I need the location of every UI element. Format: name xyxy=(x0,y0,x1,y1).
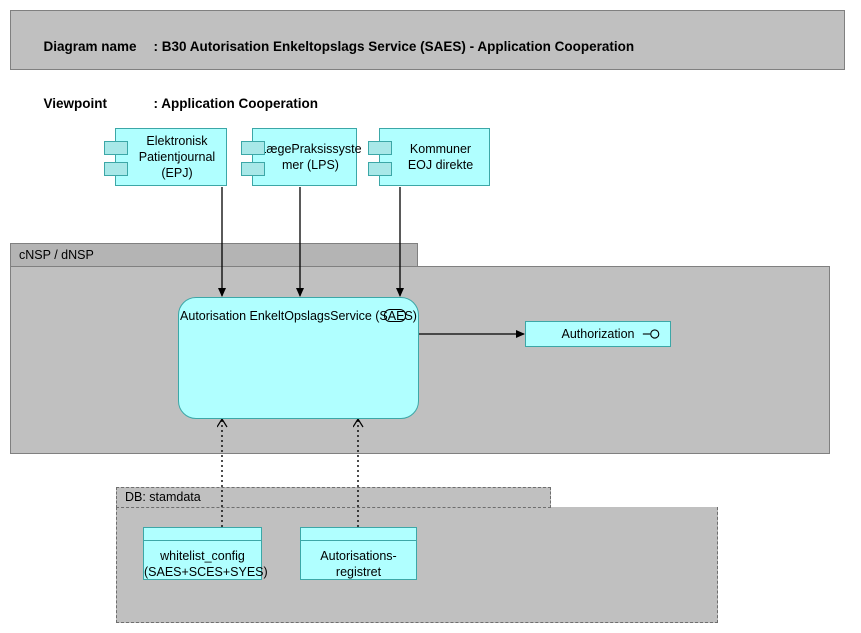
app-service-saes[interactable]: Autorisation EnkeltOpslagsService (SAES) xyxy=(178,297,419,419)
app-component-kommuner-eoj-label: Kommuner EOJ direkte xyxy=(407,142,474,172)
data-object-autorisationsregistret[interactable]: Autorisations- registret xyxy=(300,527,417,580)
data-object-autorisationsregistret-label: Autorisations- registret xyxy=(320,549,397,579)
lollipop-icon xyxy=(642,329,660,339)
app-interface-authorization[interactable]: Authorization xyxy=(525,321,671,347)
app-interface-authorization-label: Authorization xyxy=(561,327,635,341)
app-component-epj[interactable]: Elektronisk Patientjournal (EPJ) xyxy=(104,128,227,186)
data-object-band xyxy=(301,528,416,541)
component-tab-icon xyxy=(368,141,392,155)
group-cnsp-dnsp-body xyxy=(10,266,830,454)
component-tab-icon xyxy=(241,141,265,155)
viewpoint-value: : Application Cooperation xyxy=(153,96,319,111)
component-tab-icon xyxy=(104,162,128,176)
data-object-whitelist-config-label: whitelist_config (SAES+SCES+SYES) xyxy=(144,549,268,579)
diagram-name-label: Diagram name xyxy=(43,39,137,54)
data-object-band xyxy=(144,528,261,541)
app-component-lps[interactable]: LægePraksissyste mer (LPS) xyxy=(241,128,362,186)
app-service-saes-label: Autorisation EnkeltOpslagsService (SAES) xyxy=(180,309,417,323)
component-tab-icon xyxy=(104,141,128,155)
app-component-epj-label: Elektronisk Patientjournal (EPJ) xyxy=(138,134,216,180)
rounded-rect-icon xyxy=(384,309,406,322)
viewpoint-line: Viewpoint : Application Cooperation xyxy=(21,75,844,132)
component-tab-icon xyxy=(368,162,392,176)
diagram-title-box: Diagram name : B30 Autorisation Enkeltops… xyxy=(10,10,845,111)
group-db-stamdata-header: DB: stamdata xyxy=(116,487,551,508)
app-component-kommuner-eoj[interactable]: Kommuner EOJ direkte xyxy=(368,128,490,186)
diagram-name-value: : B30 Autorisation Enkeltopslags Service… xyxy=(153,39,635,54)
group-cnsp-dnsp: cNSP / dNSP xyxy=(10,243,830,454)
diagram-name-line: Diagram name : B30 Autorisation Enkeltops… xyxy=(21,18,844,75)
group-cnsp-dnsp-header: cNSP / dNSP xyxy=(10,243,418,267)
app-component-lps-label: LægePraksissyste mer (LPS) xyxy=(259,142,362,172)
viewpoint-label: Viewpoint xyxy=(43,96,108,111)
data-object-whitelist-config[interactable]: whitelist_config (SAES+SCES+SYES) xyxy=(143,527,268,580)
component-tab-icon xyxy=(241,162,265,176)
